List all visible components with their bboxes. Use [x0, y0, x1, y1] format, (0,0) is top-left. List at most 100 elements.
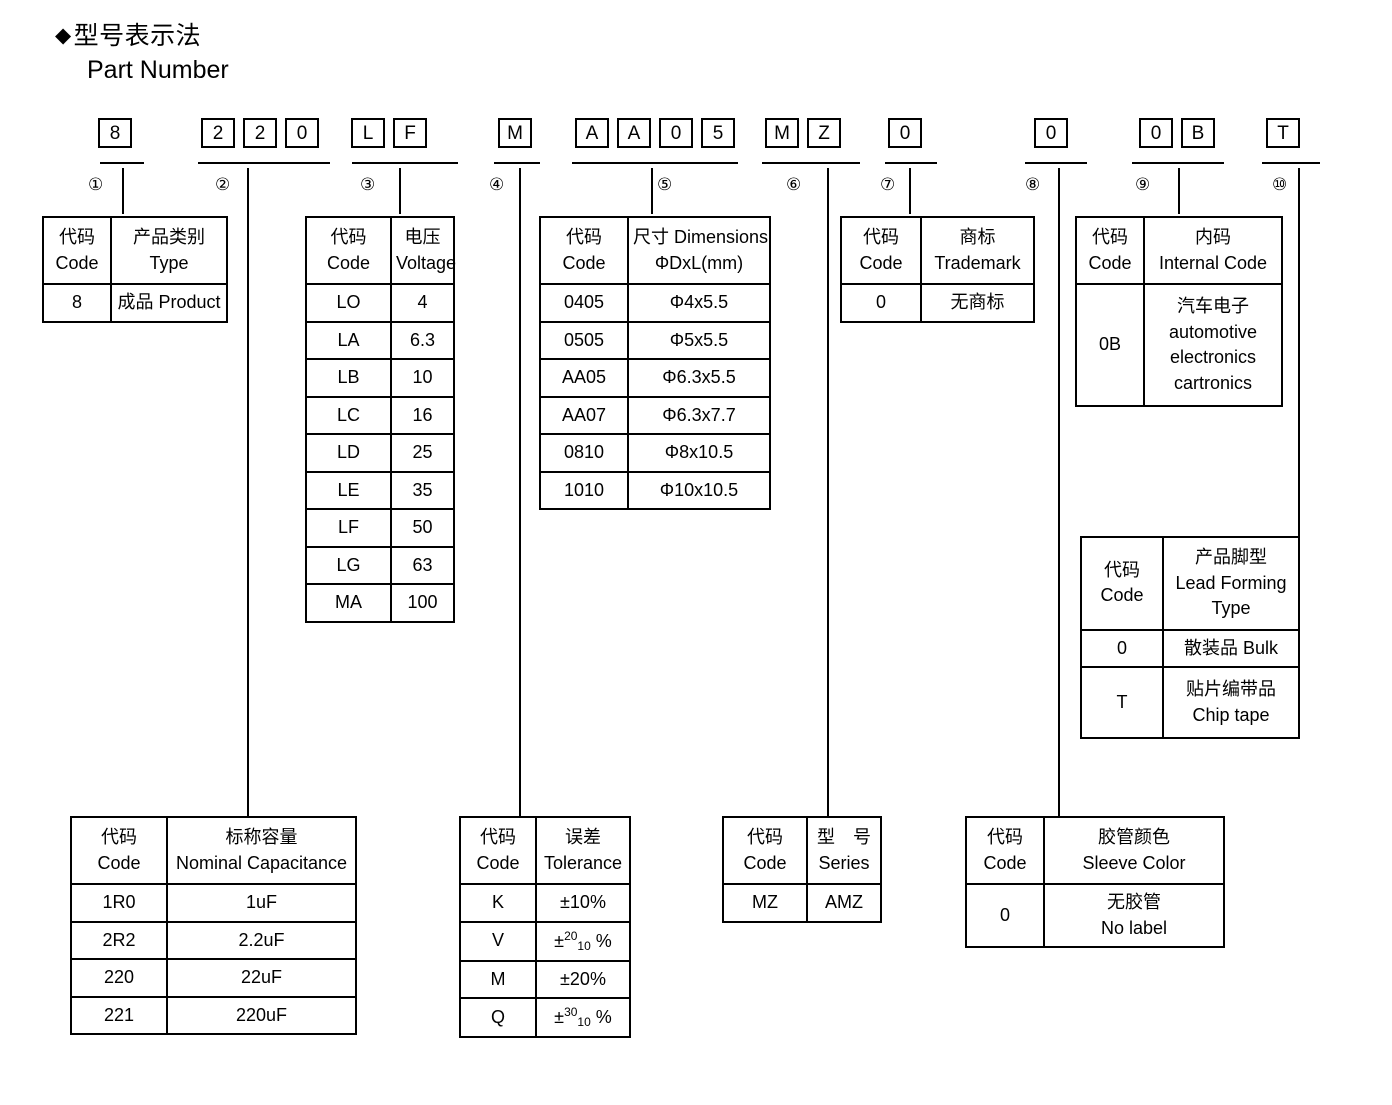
part-char-box: M — [498, 118, 532, 148]
group-underline — [1025, 162, 1087, 164]
connector-line-2 — [247, 168, 249, 820]
diamond-bullet-icon: ◆ — [55, 24, 72, 47]
header-value-cn: 胶管颜色 — [1098, 827, 1170, 847]
table-row: 0 无商标 — [840, 283, 1035, 323]
row-value: Φ8x10.5 — [627, 433, 771, 473]
header-code-cell: 代码 Code — [722, 815, 808, 886]
row-value-en-1: automotive — [1168, 321, 1258, 342]
header-value-en: Tolerance — [543, 852, 623, 873]
row-code: 220 — [70, 958, 168, 998]
group-index-3: ③ — [360, 175, 376, 194]
header-value-cn: 型 号 — [817, 827, 871, 847]
row-code: LO — [305, 283, 392, 323]
header-code-cn: 代码 — [1092, 227, 1128, 247]
row-code: LC — [305, 395, 392, 436]
row-code: 1R0 — [70, 883, 168, 923]
row-code: 221 — [70, 995, 168, 1036]
table-product-type: 代码 Code 产品类别 Type 8 成品 Product — [42, 215, 228, 323]
row-value: 汽车电子 automotive electronics cartronics — [1143, 283, 1283, 408]
group-underline — [1132, 162, 1224, 164]
row-code: MZ — [722, 883, 808, 923]
row-code: M — [459, 959, 537, 1000]
header-code-cell: 代码 Code — [42, 215, 112, 286]
tolerance-lower: 10 — [577, 1015, 591, 1030]
row-code: K — [459, 883, 537, 923]
header-code-en: Code — [1100, 585, 1144, 606]
header-value-cn: 电压 — [404, 227, 441, 247]
header-code-en: Code — [562, 252, 606, 273]
header-code-cell: 代码 Code — [965, 815, 1045, 886]
group-underline — [762, 162, 860, 164]
header-value-en: Series — [818, 852, 870, 873]
header-code-cell: 代码 Code — [70, 815, 168, 886]
part-char-box: Z — [807, 118, 841, 148]
table-row: K ±10% — [459, 883, 631, 923]
table-row: V ±2010 % — [459, 920, 631, 962]
row-code: LD — [305, 433, 392, 473]
table-series: 代码 Code 型 号 Series MZ AMZ — [722, 815, 882, 923]
row-code: 0 — [840, 283, 922, 323]
row-value-en: No label — [1100, 917, 1168, 938]
row-value: Φ10x10.5 — [627, 470, 771, 511]
row-value: 成品 Product — [110, 283, 228, 323]
part-char-box: 0 — [285, 118, 319, 148]
table-row: Q ±3010 % — [459, 997, 631, 1039]
header-code-en: Code — [1088, 252, 1132, 273]
part-char-box: F — [393, 118, 427, 148]
table-header-row: 代码 Code 商标 Trademark — [840, 215, 1035, 286]
table-trademark: 代码 Code 商标 Trademark 0 无商标 — [840, 215, 1035, 323]
header-value-cell: 胶管颜色 Sleeve Color — [1043, 815, 1225, 886]
table-header-row: 代码 Code 型 号 Series — [722, 815, 882, 886]
part-char-box: T — [1266, 118, 1300, 148]
part-char-box: 2 — [201, 118, 235, 148]
header-code-cell: 代码 Code — [305, 215, 392, 286]
group-underline — [198, 162, 330, 164]
header-value-cell: 产品类别 Type — [110, 215, 228, 286]
part-char-box: 8 — [98, 118, 132, 148]
table-header-row: 代码 Code 电压 Voltage — [305, 215, 456, 286]
header-code-en: Code — [55, 252, 99, 273]
header-value-cn: 内码 — [1195, 227, 1231, 247]
header-value-en-1: Lead Forming — [1175, 572, 1287, 593]
group-underline — [352, 162, 458, 164]
table-header-row: 代码 Code 误差 Tolerance — [459, 815, 631, 886]
row-code: LF — [305, 508, 392, 548]
row-code: AA07 — [539, 395, 629, 436]
row-value: 100 — [390, 583, 455, 624]
row-code: 2R2 — [70, 920, 168, 961]
header-value-cell: 尺寸 Dimensions ΦDxL(mm) — [627, 215, 771, 286]
header-code-cell: 代码 Code — [1075, 215, 1145, 286]
part-char-box: 0 — [888, 118, 922, 148]
header-value-en-2: Type — [1211, 598, 1251, 619]
part-char-box: B — [1181, 118, 1215, 148]
group-underline — [572, 162, 738, 164]
part-char-box: 2 — [243, 118, 277, 148]
header-value-en: Nominal Capacitance — [175, 852, 348, 873]
table-header-row: 代码 Code 尺寸 Dimensions ΦDxL(mm) — [539, 215, 771, 286]
group-index-5: ⑤ — [657, 175, 673, 194]
part-char-box: A — [617, 118, 651, 148]
row-code: 0B — [1075, 283, 1145, 408]
page-title-en: Part Number — [87, 56, 229, 84]
part-char-box: 5 — [701, 118, 735, 148]
row-code: 0 — [965, 883, 1045, 949]
row-value: 2.2uF — [166, 920, 357, 961]
group-index-6: ⑥ — [786, 175, 802, 194]
header-value-en: Sleeve Color — [1082, 852, 1186, 873]
part-char-box: M — [765, 118, 799, 148]
row-value: ±10% — [535, 883, 631, 923]
table-header-row: 代码 Code 内码 Internal Code — [1075, 215, 1283, 286]
row-code: LE — [305, 470, 392, 511]
row-code: LA — [305, 320, 392, 361]
